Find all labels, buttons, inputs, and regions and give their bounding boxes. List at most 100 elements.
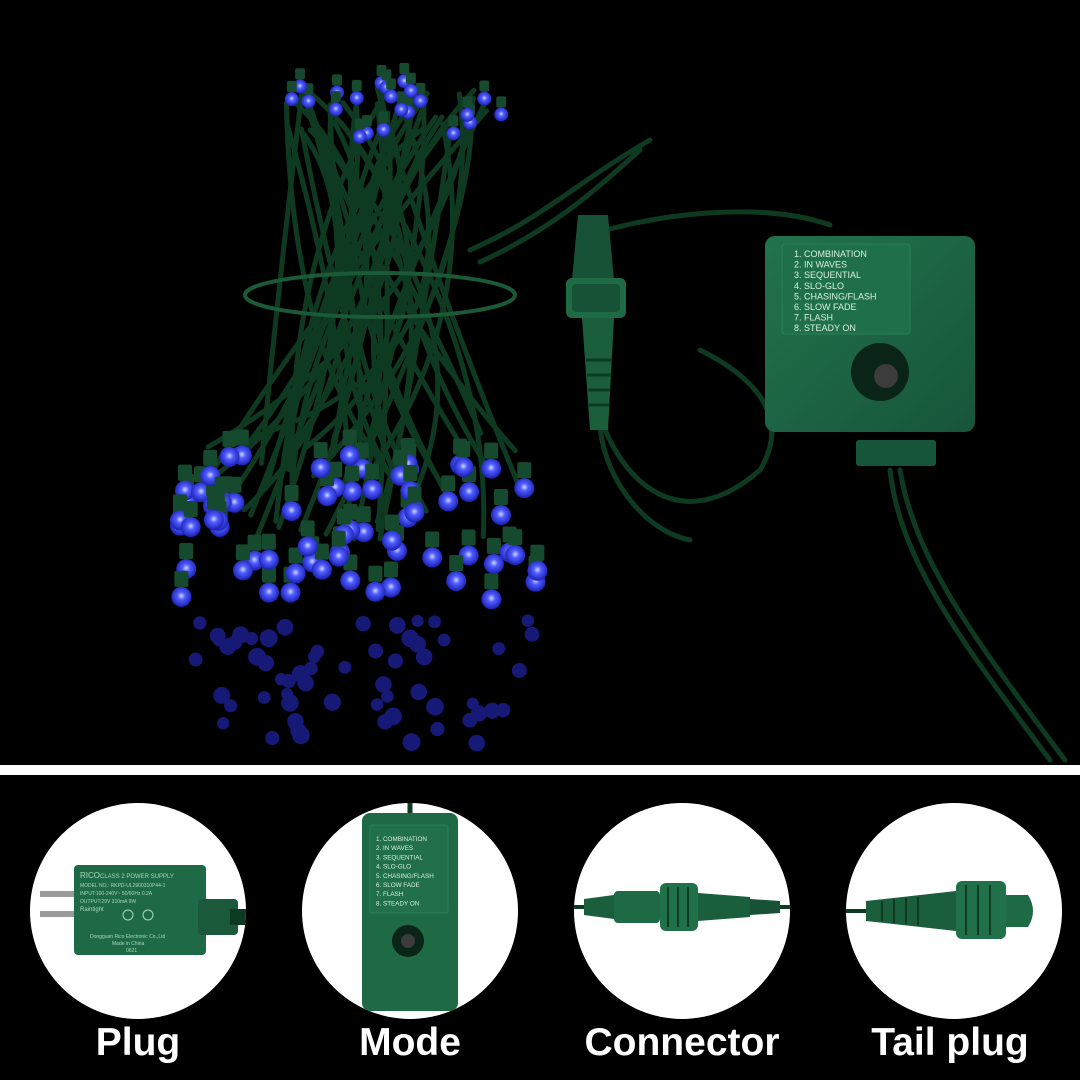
- led-socket: [399, 62, 410, 75]
- led-bulb: [527, 560, 548, 581]
- led-bulb: [380, 577, 401, 598]
- led-socket: [179, 542, 194, 559]
- led-reflection-dot: [338, 660, 352, 674]
- led-socket: [332, 74, 342, 86]
- led-bulb: [459, 482, 480, 503]
- led-socket: [381, 69, 392, 81]
- adapter-brand: RICO: [80, 871, 100, 880]
- led-socket: [484, 573, 499, 590]
- led-socket: [336, 508, 351, 525]
- led-socket: [174, 570, 189, 587]
- adapter-code: 0621: [126, 948, 137, 954]
- adapter-output: OUTPUT:29V 310mA 9W: [80, 899, 136, 905]
- led-bulb: [349, 91, 364, 106]
- led-socket: [517, 462, 532, 479]
- led-reflection-dot: [257, 655, 275, 672]
- led-reflection-dot: [292, 726, 310, 745]
- wire-strand: [241, 93, 349, 513]
- led-reflection-dot: [484, 702, 501, 719]
- caption-plug: Plug: [95, 1021, 181, 1064]
- caption-tail-plug: Tail plug: [871, 1021, 1029, 1064]
- led-socket: [214, 476, 229, 493]
- led-reflection-dot: [377, 714, 393, 730]
- led-reflection-dot: [521, 614, 535, 627]
- controller-mode-item: 2. IN WAVES: [376, 845, 413, 852]
- led-bulb: [342, 481, 363, 502]
- caption-mode: Mode: [359, 1021, 461, 1064]
- led-socket: [331, 530, 346, 547]
- led-reflection-dot: [257, 691, 271, 704]
- led-socket: [496, 96, 507, 108]
- controller-mode-item: 6. SLOW FADE: [376, 882, 420, 889]
- wire-strand: [348, 94, 445, 487]
- led-bulb: [285, 563, 306, 584]
- plug-thumbnail: RICO CLASS 2 POWER SUPPLY MODEL NO.: RKP…: [30, 803, 246, 1019]
- led-bulb: [317, 486, 338, 507]
- wire-strand: [288, 117, 454, 497]
- led-bulb: [284, 92, 299, 107]
- led-socket: [508, 529, 523, 546]
- led-socket: [407, 486, 422, 503]
- controller-mode-item: 7. FLASH: [794, 313, 833, 323]
- led-reflection-dot: [375, 676, 392, 693]
- led-bulb: [280, 582, 301, 603]
- led-reflection-dot: [387, 653, 403, 669]
- led-reflection-dot: [323, 693, 341, 711]
- led-socket: [345, 465, 360, 482]
- led-bulb: [494, 107, 509, 122]
- led-bulb: [446, 126, 461, 141]
- adapter-maker: Dongguan Rico Electronic Co.,Ltd: [90, 934, 166, 940]
- led-socket: [356, 506, 371, 523]
- led-socket: [330, 91, 341, 103]
- led-socket: [403, 464, 418, 481]
- led-reflection-dot: [224, 699, 238, 713]
- led-socket: [314, 543, 329, 560]
- connector-thumbnail: [574, 803, 790, 1019]
- led-reflection-dot: [281, 687, 294, 700]
- led-bulb: [258, 549, 279, 570]
- led-bulb: [297, 536, 318, 557]
- led-bulb: [481, 589, 502, 610]
- led-reflection-dot: [466, 697, 479, 710]
- led-bulb: [505, 545, 526, 566]
- led-socket: [295, 68, 305, 80]
- led-reflection-dot: [524, 626, 540, 642]
- led-socket: [365, 463, 380, 480]
- led-reflection-dot: [370, 698, 384, 711]
- led-reflection-dot: [259, 629, 278, 648]
- adapter-model: MODEL NO.: RKPD-UL2900310P44-1: [80, 883, 166, 889]
- led-socket: [351, 79, 362, 92]
- led-socket: [462, 96, 473, 108]
- led-socket: [261, 566, 276, 583]
- led-reflection-dot: [437, 633, 451, 647]
- led-socket: [449, 554, 464, 571]
- led-bulb: [301, 94, 316, 109]
- wire-strand: [378, 130, 495, 479]
- led-socket: [300, 520, 315, 537]
- controller-mode-item: 5. CHASING/FLASH: [794, 291, 877, 301]
- led-reflection-dot: [426, 697, 444, 716]
- led-reflection-dot: [380, 690, 394, 703]
- led-bulb: [340, 570, 361, 591]
- led-bulb: [281, 501, 302, 522]
- controller-mode-item: 4. SLO-GLO: [794, 281, 844, 291]
- led-bulb: [404, 502, 425, 523]
- led-bulb: [384, 89, 399, 104]
- led-reflection-dot: [430, 721, 445, 737]
- led-bulb: [394, 102, 409, 117]
- led-reflection-dot: [217, 717, 230, 730]
- led-reflection-dot: [227, 635, 243, 650]
- led-bulb: [352, 129, 367, 144]
- led-bulb: [191, 482, 212, 503]
- led-socket: [234, 429, 249, 446]
- led-bulb: [403, 83, 418, 98]
- led-socket: [425, 531, 440, 548]
- tail-plug-icon: [846, 881, 1033, 939]
- led-socket: [383, 561, 398, 578]
- led-bulbs: [170, 62, 548, 610]
- adapter-raintight: Raintight: [80, 907, 104, 913]
- led-bulb: [422, 547, 443, 568]
- led-bulb: [376, 122, 391, 137]
